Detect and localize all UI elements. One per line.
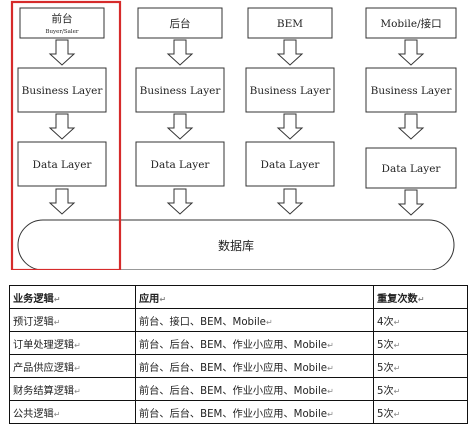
arrow-icon <box>398 113 424 140</box>
repetition-table: 业务逻辑↵ 应用↵ 重复次数↵ 预订逻辑↵ 前台、接口、BEM、Mobile↵ … <box>9 285 469 424</box>
column-frontend: 前台 Buyer/Saler Business Layer Data Layer <box>17 7 107 215</box>
mobile-data-layer-label: Data Layer <box>382 163 442 175</box>
header-logic: 业务逻辑↵ <box>9 285 136 309</box>
table-row: 订单处理逻辑↵ 前台、后台、BEM、作业小应用、Mobile↵ 5次↵ <box>9 331 469 355</box>
column-bem: BEM Business Layer Data Layer <box>245 7 335 215</box>
table-row: 产品供应逻辑↵ 前台、后台、BEM、作业小应用、Mobile↵ 5次↵ <box>9 354 469 378</box>
row-logic: 财务结算逻辑↵ <box>9 377 136 401</box>
backend-header-box <box>137 7 223 39</box>
row-logic: 订单处理逻辑↵ <box>9 331 136 355</box>
table-row: 预订逻辑↵ 前台、接口、BEM、Mobile↵ 4次↵ <box>9 308 469 332</box>
arrow-icon <box>277 113 303 140</box>
table-row: 公共逻辑↵ 前台、后台、BEM、作业小应用、Mobile↵ 5次↵ <box>9 400 469 424</box>
arrow-icon <box>398 39 424 66</box>
arrow-icon <box>167 188 193 215</box>
row-logic: 公共逻辑↵ <box>9 400 136 424</box>
bem-header-box <box>247 7 333 39</box>
frontend-data-layer-box <box>17 141 107 187</box>
frontend-business-layer-label: Business Layer <box>22 85 104 97</box>
row-apps: 前台、后台、BEM、作业小应用、Mobile↵ <box>135 377 374 401</box>
architecture-diagram: 数据库 前台 Buyer/Saler Business Layer Data L… <box>10 0 457 270</box>
backend-business-layer-box <box>135 67 225 113</box>
arrow-icon <box>167 113 193 140</box>
row-count: 5次↵ <box>373 331 468 355</box>
backend-data-layer-box <box>135 141 225 187</box>
bem-data-layer-box <box>245 141 335 187</box>
frontend-header-box <box>19 7 105 39</box>
row-apps: 前台、后台、BEM、作业小应用、Mobile↵ <box>135 354 374 378</box>
mobile-business-layer-label: Business Layer <box>371 85 453 97</box>
backend-business-layer-label: Business Layer <box>140 85 222 97</box>
row-count: 5次↵ <box>373 354 468 378</box>
frontend-business-layer-box <box>17 67 107 113</box>
table-header-row: 业务逻辑↵ 应用↵ 重复次数↵ <box>9 285 469 309</box>
arrow-icon <box>398 189 424 216</box>
column-mobile: Mobile/接口 Business Layer Data Layer <box>365 7 457 216</box>
backend-data-layer-label: Data Layer <box>151 159 211 171</box>
row-count: 5次↵ <box>373 400 468 424</box>
header-apps: 应用↵ <box>135 285 374 309</box>
column-backend: 后台 Business Layer Data Layer <box>135 7 225 215</box>
arrow-icon <box>167 39 193 66</box>
bem-data-layer-label: Data Layer <box>261 159 321 171</box>
row-count: 5次↵ <box>373 377 468 401</box>
row-logic: 产品供应逻辑↵ <box>9 354 136 378</box>
mobile-header-box <box>365 7 457 39</box>
backend-title: 后台 <box>170 17 191 30</box>
arrow-icon <box>277 188 303 215</box>
database-label: 数据库 <box>218 238 254 253</box>
mobile-title: Mobile/接口 <box>380 17 441 30</box>
row-logic: 预订逻辑↵ <box>9 308 136 332</box>
bem-business-layer-label: Business Layer <box>250 85 332 97</box>
frontend-data-layer-label: Data Layer <box>33 159 93 171</box>
mobile-data-layer-box <box>365 147 457 189</box>
bem-business-layer-box <box>245 67 335 113</box>
row-apps: 前台、后台、BEM、作业小应用、Mobile↵ <box>135 400 374 424</box>
frontend-highlight-frame <box>10 0 122 270</box>
arrow-icon <box>49 188 75 215</box>
repetition-table-wrapper: 业务逻辑↵ 应用↵ 重复次数↵ 预订逻辑↵ 前台、接口、BEM、Mobile↵ … <box>9 285 468 424</box>
header-count: 重复次数↵ <box>373 285 468 309</box>
arrow-icon <box>49 39 75 66</box>
frontend-title: 前台 <box>52 12 73 25</box>
table-row: 财务结算逻辑↵ 前台、后台、BEM、作业小应用、Mobile↵ 5次↵ <box>9 377 469 401</box>
bem-title: BEM <box>277 18 303 30</box>
arrow-icon <box>277 39 303 66</box>
row-apps: 前台、接口、BEM、Mobile↵ <box>135 308 374 332</box>
row-apps: 前台、后台、BEM、作业小应用、Mobile↵ <box>135 331 374 355</box>
arrow-icon <box>49 113 75 140</box>
frontend-subtitle: Buyer/Saler <box>45 29 78 35</box>
database-shape: 数据库 <box>17 219 455 270</box>
mobile-business-layer-box <box>365 67 457 113</box>
row-count: 4次↵ <box>373 308 468 332</box>
